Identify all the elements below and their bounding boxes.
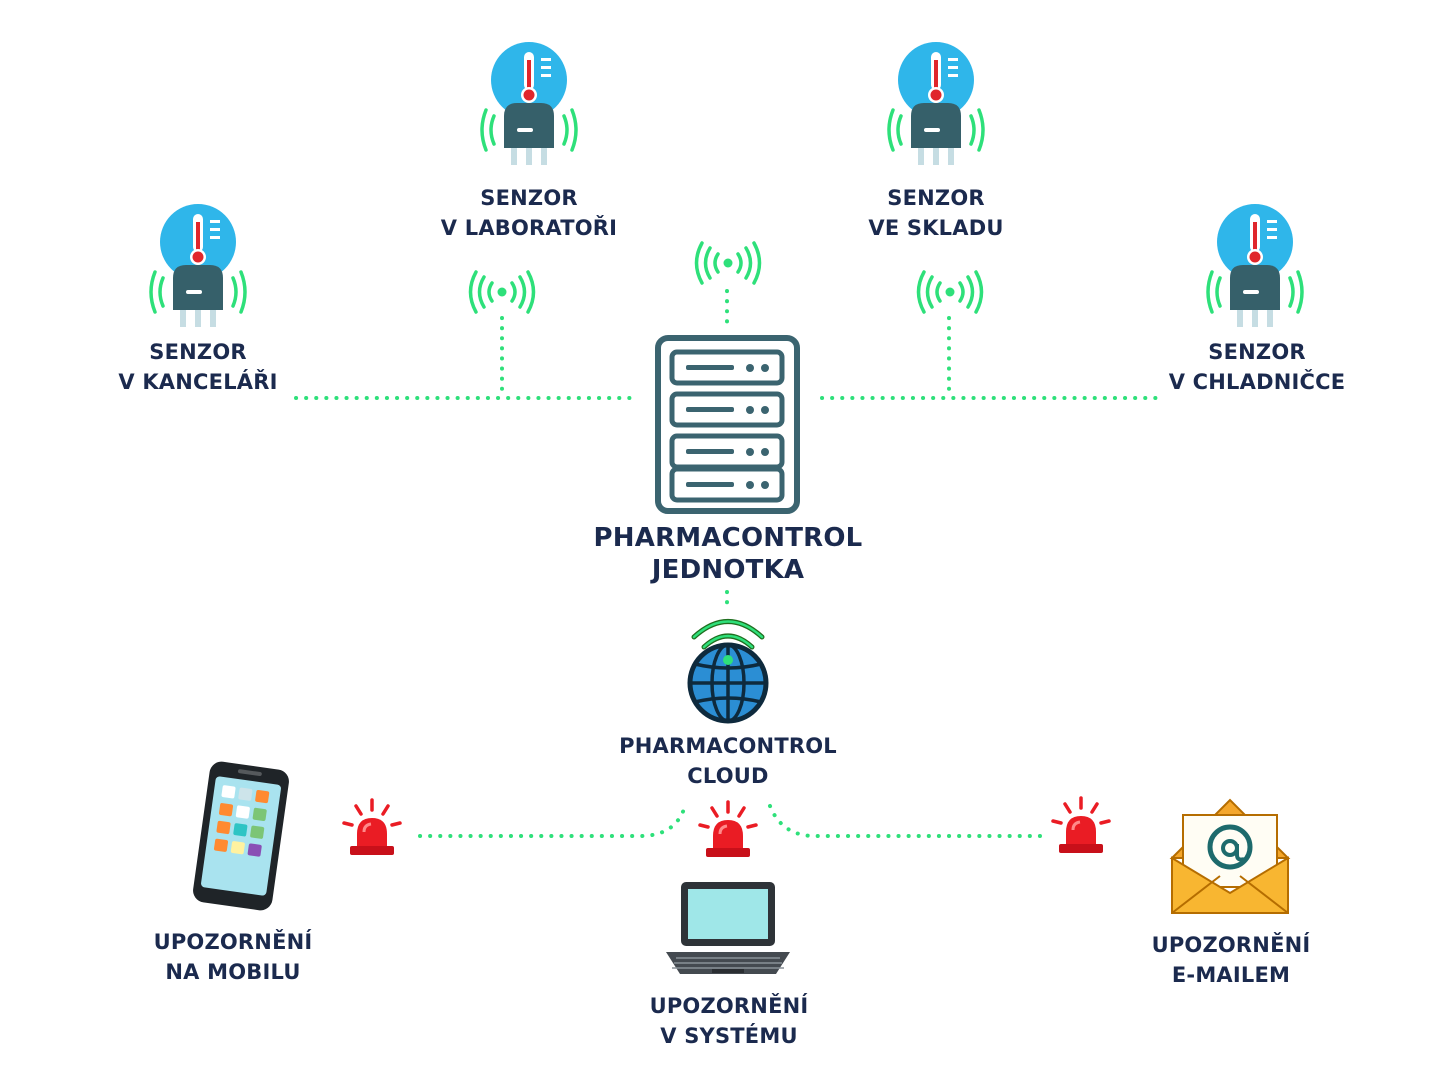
sensor-icon-warehouse [887, 40, 985, 167]
sensor-icon-lab [480, 40, 578, 167]
sensor-icon-fridge [1206, 202, 1304, 329]
globe-icon [687, 619, 769, 724]
unit-label-line1: PHARMACONTROL [593, 523, 863, 553]
sensor-label-line2: V KANCELÁŘI [118, 370, 278, 394]
alert-label-mobile: UPOZORNĚNÍ NA MOBILU [128, 927, 338, 987]
sensor-label-line1: SENZOR [149, 340, 247, 364]
sensor-label-line2: V CHLADNIČCE [1168, 370, 1346, 394]
alert-label-line1: UPOZORNĚNÍ [649, 994, 809, 1018]
sensor-label-line1: SENZOR [887, 186, 985, 210]
sensor-label-line1: SENZOR [1208, 340, 1306, 364]
email-icon [1169, 798, 1291, 914]
alert-label-email: UPOZORNĚNÍ E-MAILEM [1126, 930, 1336, 990]
siren-icon [1051, 796, 1111, 855]
server-icon [655, 335, 800, 514]
unit-label: PHARMACONTROL JEDNOTKA [578, 522, 878, 586]
unit-label-line2: JEDNOTKA [651, 555, 805, 585]
smartphone-icon [193, 761, 289, 911]
alert-label-line1: UPOZORNĚNÍ [1151, 933, 1311, 957]
sensor-label-lab: SENZOR V LABORATOŘI [419, 183, 639, 243]
cloud-label: PHARMACONTROL CLOUD [608, 731, 848, 791]
sensor-label-line2: V LABORATOŘI [440, 216, 618, 240]
sensor-icon-office [149, 202, 247, 329]
alert-label-line2: V SYSTÉMU [660, 1024, 798, 1048]
cloud-label-line1: PHARMACONTROL [619, 734, 837, 758]
alert-label-system: UPOZORNĚNÍ V SYSTÉMU [624, 991, 834, 1051]
laptop-icon [666, 882, 790, 974]
sensor-label-warehouse: SENZOR VE SKLADU [836, 183, 1036, 243]
wireless-signal-icon [916, 270, 984, 314]
sensor-label-office: SENZOR V KANCELÁŘI [98, 337, 298, 397]
alert-label-line2: E-MAILEM [1171, 963, 1291, 987]
siren-icon [342, 798, 402, 857]
sensor-label-fridge: SENZOR V CHLADNIČCE [1141, 337, 1373, 397]
wireless-signal-icon [468, 270, 536, 314]
sensor-label-line2: VE SKLADU [868, 216, 1004, 240]
sensor-label-line1: SENZOR [480, 186, 578, 210]
alert-label-line1: UPOZORNĚNÍ [153, 930, 313, 954]
cloud-label-line2: CLOUD [687, 764, 769, 788]
wireless-signal-icon [694, 241, 762, 285]
alert-label-line2: NA MOBILU [165, 960, 301, 984]
siren-icon [698, 800, 758, 859]
